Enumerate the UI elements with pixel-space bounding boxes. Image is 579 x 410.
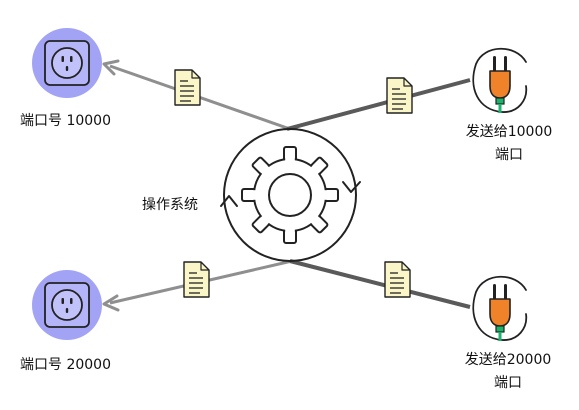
cycle-arrow-right-icon (342, 181, 361, 193)
power-plug-icon (472, 275, 528, 341)
gear-icon (241, 146, 339, 244)
socket-bottom-label: 端口号 20000 (20, 357, 111, 373)
plug-top-label-line1: 发送给10000 (465, 124, 553, 140)
os-label: 操作系统 (142, 197, 198, 213)
document-icon (174, 69, 201, 106)
line-from-bottom-plug (289, 259, 471, 309)
arrowhead-top-socket (102, 59, 120, 76)
socket-top-label: 端口号 10000 (20, 113, 111, 129)
power-plug-icon (472, 47, 528, 113)
plug-bottom-label-line1: 发送给20000 (464, 352, 552, 368)
power-socket-icon (32, 28, 102, 98)
document-icon (384, 261, 411, 298)
document-icon (386, 77, 413, 114)
document-icon (183, 261, 210, 298)
plug-top-label-line2: 端口 (495, 147, 523, 163)
arrowhead-bottom-socket (102, 294, 120, 312)
plug-bottom-label-line2: 端口 (494, 375, 522, 391)
line-from-top-plug (286, 78, 471, 131)
power-socket-icon (32, 270, 102, 340)
operating-system-node (220, 128, 361, 262)
cycle-arrow-left-icon (220, 195, 238, 207)
os-outer-ring (223, 128, 357, 262)
